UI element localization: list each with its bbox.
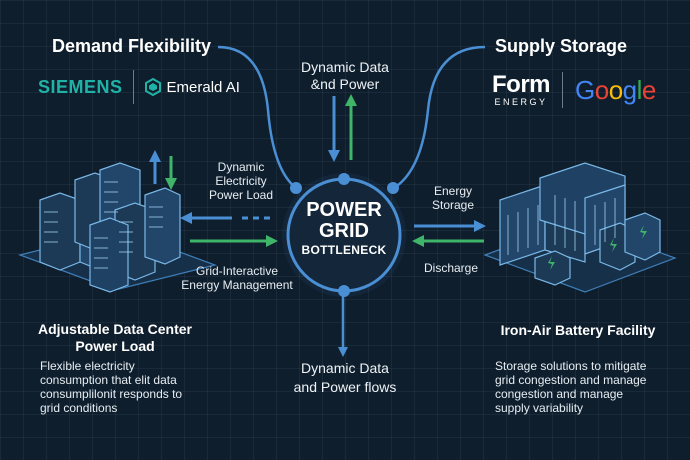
supply-logos: Form ENERGY Google <box>492 72 656 108</box>
power-grid-hub-label: POWER GRID BOTTLENECK <box>301 199 387 258</box>
emerald-hexagon-icon <box>144 78 161 96</box>
left-panel-title: Adjustable Data Center Power Load <box>37 321 193 354</box>
hub-node-top <box>338 173 350 185</box>
energy-wordmark: ENERGY <box>494 97 548 107</box>
hub-node-top-left <box>290 182 302 194</box>
energy-storage-label: Energy Storage <box>431 184 475 212</box>
form-energy-logo: Form ENERGY <box>492 71 551 108</box>
bottom-flow-label: Dynamic Data and Power flows <box>293 360 397 395</box>
server-racks-illustration <box>17 162 218 293</box>
dynamic-power-load-label: Dynamic Electricity Power Load <box>208 160 274 202</box>
grid-interactive-label: Grid-Interactive Energy Management <box>181 264 293 292</box>
logo-separator-right <box>562 72 563 108</box>
discharge-label: Discharge <box>423 261 479 275</box>
siemens-logo: SIEMENS <box>38 76 123 97</box>
left-panel-description: Flexible electricity consumption that el… <box>40 359 183 415</box>
google-logo: Google <box>575 74 656 105</box>
form-wordmark: Form <box>492 71 551 98</box>
emerald-ai-wordmark: Emerald AI <box>166 78 240 96</box>
right-panel-title: Iron-Air Battery Facility <box>500 322 656 338</box>
emerald-ai-logo: Emerald AI <box>144 78 240 96</box>
logo-separator <box>132 70 134 104</box>
battery-facility-illustration <box>483 162 677 293</box>
top-flow-label: Dynamic Data &nd Power <box>301 59 389 92</box>
wire-demand-flexibility <box>217 45 297 189</box>
right-panel-description: Storage solutions to mitigate grid conge… <box>495 359 647 415</box>
wire-supply-storage <box>393 45 486 190</box>
hub-node-bottom <box>338 285 350 297</box>
hub-node-top-right <box>387 182 399 194</box>
demand-flexibility-heading: Demand Flexibility <box>52 36 212 56</box>
supply-storage-heading: Supply Storage <box>495 36 628 56</box>
demand-logos: SIEMENS Emerald AI <box>38 70 240 104</box>
